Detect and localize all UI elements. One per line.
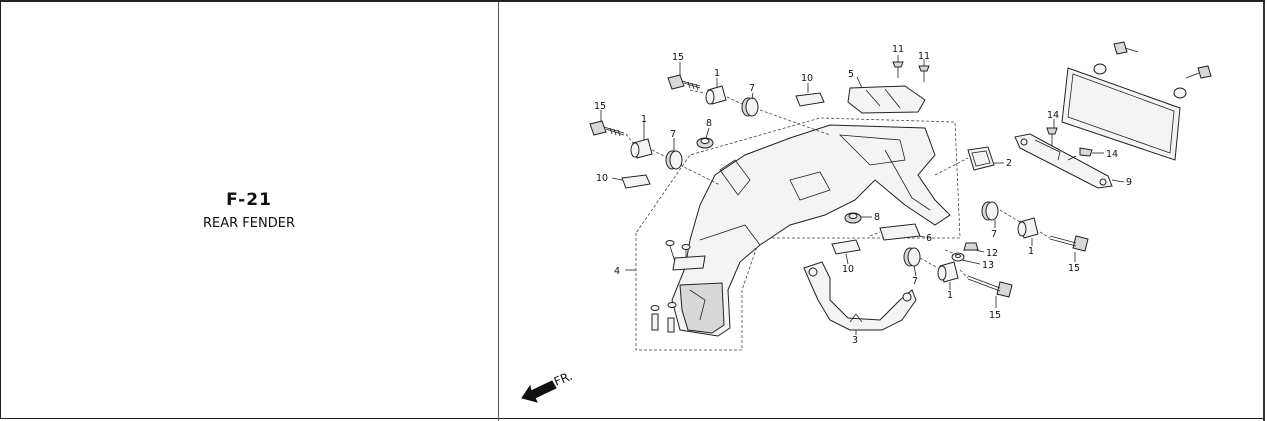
callout-10-left: 10: [596, 173, 608, 184]
clips-10: [621, 92, 861, 255]
bolt-15-right: [1049, 235, 1089, 252]
callout-5: 5: [848, 69, 854, 80]
callout-1-left: 1: [641, 114, 647, 125]
callout-3: 3: [852, 335, 858, 346]
callout-7-right: 7: [991, 229, 997, 240]
callout-7-upper: 7: [749, 83, 755, 94]
screws-14: [1046, 127, 1093, 161]
callout-11-right: 11: [918, 51, 930, 62]
callout-15-upper: 15: [672, 52, 684, 63]
panel-divider: [498, 2, 499, 421]
callout-8-upper: 8: [706, 118, 712, 129]
rubber-mounts-7: [665, 97, 999, 267]
callout-15-left: 15: [594, 101, 606, 112]
bolt-15-left: [589, 120, 625, 137]
bracket-3: [803, 261, 917, 331]
bolt-15-upper: [667, 74, 701, 91]
callout-13: 13: [982, 260, 994, 271]
rear-fender: [671, 124, 951, 337]
assembly-boundary: [635, 117, 961, 351]
collars-1: [630, 85, 1039, 283]
callout-4: 4: [614, 266, 620, 277]
callout-14-lower: 14: [1106, 149, 1118, 160]
exploded-parts-diagram: 15 1 7 10 5 11 11 15 1 7 8 10 2 9 14 14 …: [521, 41, 1212, 403]
grommets-8: [696, 137, 862, 224]
stay-9: [1014, 133, 1113, 189]
callout-10-upper: 10: [801, 73, 813, 84]
callout-1-upper: 1: [714, 68, 720, 79]
leader-lines: [600, 55, 1125, 335]
callout-7-left: 7: [670, 129, 676, 140]
callout-8-lower: 8: [874, 212, 880, 223]
callout-1-lower: 1: [947, 290, 953, 301]
pad-2: [967, 146, 995, 171]
bracket-5: [847, 85, 926, 114]
callout-10-lower: 10: [842, 264, 854, 275]
fender-clips: [650, 240, 706, 333]
callout-15-lower: 15: [989, 310, 1001, 321]
front-direction-arrow-icon: FR.: [521, 369, 575, 403]
bolt-15-bottom: [967, 275, 1013, 298]
nuts-12-13: [951, 242, 979, 262]
callout-9: 9: [1126, 177, 1132, 188]
callout-1-right: 1: [1028, 246, 1034, 257]
right-border: [1263, 2, 1265, 421]
front-direction-label: FR.: [552, 369, 575, 389]
screws-11: [892, 61, 930, 82]
license-plate: [1061, 41, 1212, 161]
callout-14-upper: 14: [1047, 110, 1059, 121]
callout-labels: 15 1 7 10 5 11 11 15 1 7 8 10 2 9 14 14 …: [594, 44, 1132, 346]
section-code: F-21: [226, 190, 272, 210]
callout-12: 12: [986, 248, 998, 259]
callout-15-right: 15: [1068, 263, 1080, 274]
callout-7-lower: 7: [912, 276, 918, 287]
callout-6: 6: [926, 233, 932, 244]
callout-11-left: 11: [892, 44, 904, 55]
callout-2: 2: [1006, 158, 1012, 169]
section-name: REAR FENDER: [203, 216, 295, 231]
